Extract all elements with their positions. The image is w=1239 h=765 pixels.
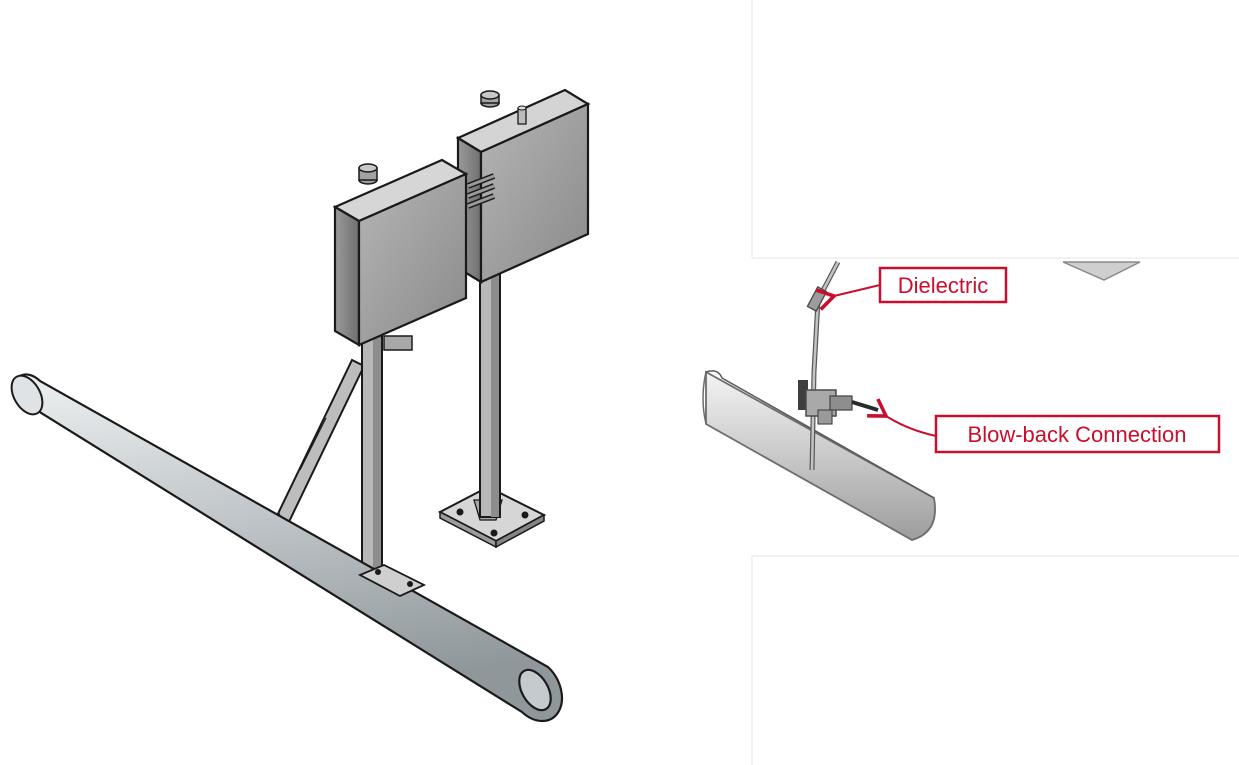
detail-inset: Dielectric Blow-back Connection <box>702 0 1239 765</box>
left-post <box>361 329 413 583</box>
callout-blowback-label: Blow-back Connection <box>968 422 1187 447</box>
conduit-bundle <box>466 173 496 209</box>
blowback-fitting <box>798 380 879 425</box>
callout-dielectric: Dielectric <box>815 266 1008 311</box>
left-base-plate <box>357 564 427 598</box>
front-enclosure <box>332 158 469 347</box>
rear-enclosure <box>455 88 591 284</box>
plate-corner <box>1062 261 1141 281</box>
enclosure-assembly <box>10 88 591 723</box>
process-pipe <box>10 373 564 723</box>
diagonal-brace <box>265 358 366 533</box>
callout-blowback: Blow-back Connection <box>867 398 1221 454</box>
callout-dielectric-label: Dielectric <box>898 273 988 298</box>
right-post <box>479 254 501 518</box>
half-pipe-trough <box>702 370 936 541</box>
